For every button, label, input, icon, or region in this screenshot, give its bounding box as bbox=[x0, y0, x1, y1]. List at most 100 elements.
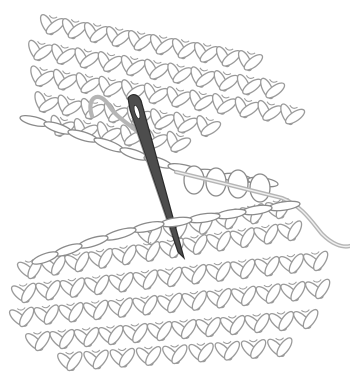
knit-stitch bbox=[80, 297, 112, 324]
stitch-inner-curve bbox=[264, 284, 272, 287]
stitch-inner-curve bbox=[289, 282, 297, 285]
stitch-inner-curve bbox=[92, 276, 100, 279]
stitch-inner-curve bbox=[247, 51, 255, 55]
knit-stitch bbox=[302, 276, 334, 303]
stitch-inner-curve bbox=[91, 301, 99, 304]
stitch-inner-curve bbox=[49, 15, 57, 19]
lower-seam-chain-loop bbox=[103, 225, 137, 242]
stitch-inner-curve bbox=[67, 96, 75, 100]
knit-stitch bbox=[274, 218, 307, 246]
stitch-inner-curve bbox=[68, 278, 76, 281]
stitch-inner-curve bbox=[85, 74, 93, 78]
stitch-inner-curve bbox=[107, 77, 115, 81]
knit-stitch bbox=[107, 346, 138, 371]
stitch-inner-curve bbox=[155, 322, 163, 325]
stitch-inner-curve bbox=[198, 91, 206, 95]
stitch-inner-curve bbox=[153, 84, 161, 88]
knit-stitch bbox=[154, 290, 186, 317]
knit-stitch bbox=[22, 329, 54, 355]
stitch-inner-curve bbox=[214, 262, 222, 265]
knit-stitch bbox=[81, 347, 112, 372]
stitch-inner-curve bbox=[267, 102, 275, 106]
knit-stitch bbox=[212, 339, 243, 364]
stitch-inner-curve bbox=[182, 114, 190, 118]
stitch-inner-curve bbox=[204, 318, 212, 321]
stitch-inner-curve bbox=[17, 308, 25, 311]
knit-stitch bbox=[274, 100, 309, 130]
knit-stitch bbox=[130, 293, 162, 320]
stitch-inner-curve bbox=[311, 252, 319, 255]
stitch-inner-curve bbox=[66, 352, 74, 355]
knit-stitch bbox=[160, 342, 191, 367]
stitch-inner-curve bbox=[130, 56, 138, 60]
stitch-inner-curve bbox=[190, 291, 198, 294]
stitch-inner-curve bbox=[33, 332, 41, 335]
knit-stitch bbox=[55, 349, 86, 374]
stitch-inner-curve bbox=[96, 249, 104, 252]
stitch-inner-curve bbox=[137, 31, 145, 35]
stitch-inner-curve bbox=[67, 303, 75, 306]
stitch-inner-curve bbox=[238, 260, 246, 263]
stitch-inner-curve bbox=[277, 312, 285, 315]
stitch-inner-curve bbox=[37, 41, 45, 45]
stitch-inner-curve bbox=[131, 324, 139, 327]
knit-stitch bbox=[144, 319, 176, 345]
stitch-inner-curve bbox=[223, 341, 231, 344]
knit-stitch bbox=[120, 321, 152, 347]
stitch-inner-curve bbox=[276, 338, 284, 341]
knit-stitch bbox=[242, 311, 274, 337]
stitch-inner-curve bbox=[19, 284, 27, 287]
stitch-inner-curve bbox=[190, 235, 198, 238]
knit-stitch bbox=[228, 93, 263, 123]
knit-stitch bbox=[251, 97, 286, 127]
stitch-inner-curve bbox=[82, 328, 90, 331]
stitch-inner-curve bbox=[58, 330, 66, 333]
knit-stitch bbox=[290, 307, 322, 333]
stitch-inner-curve bbox=[165, 294, 173, 297]
knit-stitch bbox=[31, 302, 63, 329]
seam-coil bbox=[250, 174, 270, 202]
stitch-inner-curve bbox=[116, 298, 124, 301]
stitch-inner-curve bbox=[313, 280, 321, 283]
knit-stitch bbox=[186, 340, 217, 365]
stitch-inner-curve bbox=[289, 105, 297, 109]
stitch-inner-curve bbox=[107, 53, 115, 57]
stitch-inner-curve bbox=[92, 350, 100, 353]
stitch-inner-curve bbox=[171, 345, 179, 348]
stitch-inner-curve bbox=[249, 339, 257, 342]
stitch-inner-curve bbox=[44, 281, 52, 284]
stitch-inner-curve bbox=[165, 268, 173, 271]
knit-stitch bbox=[228, 283, 260, 310]
stitch-inner-curve bbox=[62, 71, 70, 75]
stitch-inner-curve bbox=[287, 254, 295, 257]
knit-stitch bbox=[193, 315, 225, 341]
stitch-inner-curve bbox=[106, 326, 114, 329]
stitch-inner-curve bbox=[301, 310, 309, 313]
stitch-inner-curve bbox=[228, 316, 236, 319]
stitch-inner-curve bbox=[180, 320, 188, 323]
lower-seam-chain-loop bbox=[267, 200, 300, 213]
stitch-inner-curve bbox=[43, 93, 51, 97]
stitch-inner-curve bbox=[106, 123, 114, 128]
stitch-inner-curve bbox=[93, 23, 101, 27]
stitch-inner-curve bbox=[246, 75, 254, 79]
upper-seam-chain-loop bbox=[19, 113, 49, 128]
knit-stitch bbox=[96, 323, 128, 349]
knit-stitch bbox=[278, 279, 310, 306]
stitch-inner-curve bbox=[117, 273, 125, 276]
knit-stitch bbox=[253, 281, 285, 308]
knit-stitch bbox=[300, 248, 332, 275]
stitch-inner-curve bbox=[120, 246, 128, 249]
lower-seam-chain-loop bbox=[187, 212, 220, 225]
knit-stitch bbox=[217, 313, 249, 339]
stitch-inner-curve bbox=[176, 64, 184, 68]
knit-stitch bbox=[265, 335, 296, 360]
stitch-inner-curve bbox=[253, 314, 261, 317]
knit-stitch bbox=[71, 325, 103, 351]
stitch-inner-curve bbox=[215, 289, 223, 292]
stitch-inner-curve bbox=[261, 225, 269, 228]
stitch-inner-curve bbox=[221, 95, 229, 99]
lower-seam-chain-loop bbox=[77, 233, 109, 250]
knit-stitch bbox=[189, 112, 224, 143]
